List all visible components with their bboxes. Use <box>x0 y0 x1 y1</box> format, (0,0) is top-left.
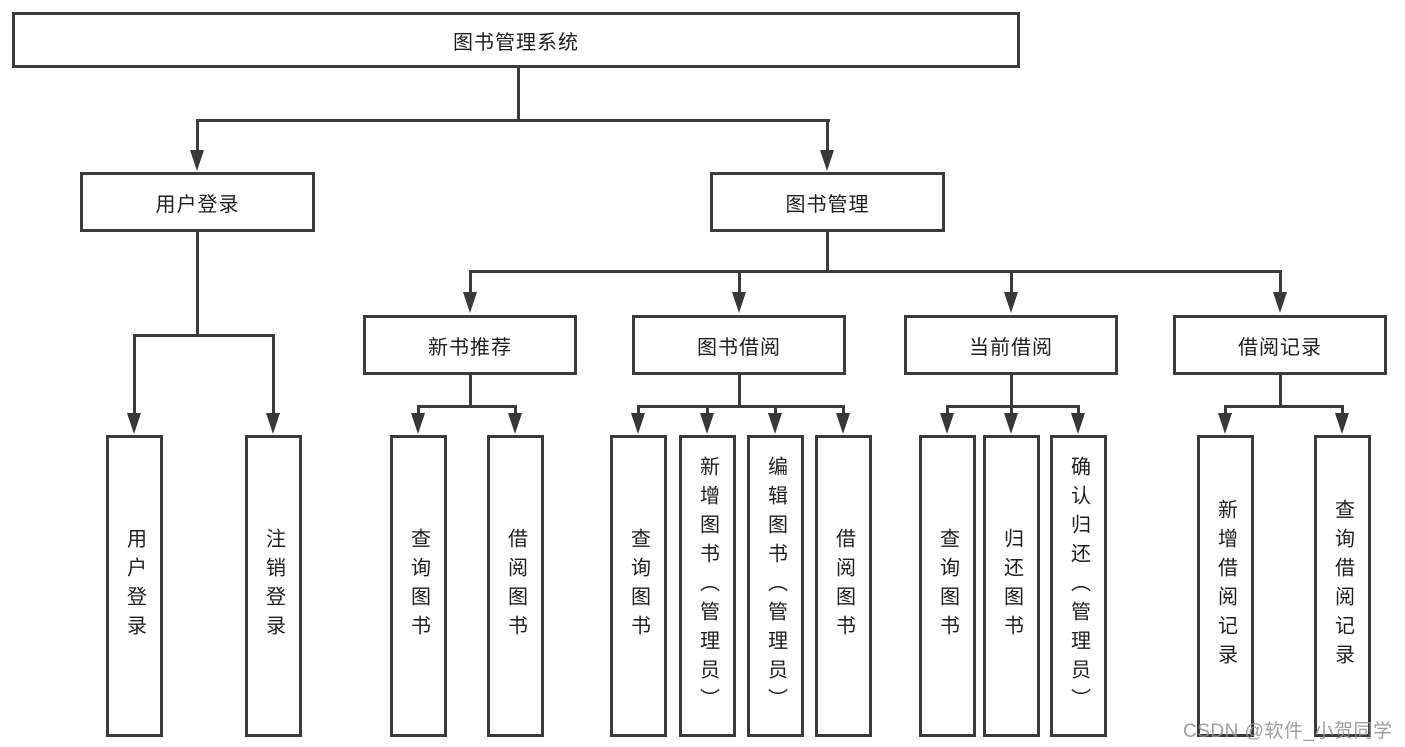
arrow-down-icon <box>1071 413 1085 434</box>
connector-drop <box>133 334 136 416</box>
arrow-down-icon <box>127 413 141 434</box>
arrow-down-icon <box>1335 413 1349 434</box>
arrow-down-icon <box>940 413 954 434</box>
arrow-down-icon <box>190 150 204 171</box>
node-new-book-recommend-label: 新书推荐 <box>428 336 512 359</box>
node-book-borrow-label: 图书借阅 <box>697 336 781 359</box>
arrow-down-icon <box>631 413 645 434</box>
arrow-down-icon <box>836 413 850 434</box>
connector-level1-rail <box>196 119 830 122</box>
arrow-down-icon <box>1004 292 1018 313</box>
arrow-down-icon <box>463 292 477 313</box>
node-current-borrow-label: 当前借阅 <box>969 336 1053 359</box>
connector-drop <box>196 119 199 153</box>
node-leaf-query-borrow-record-label: 查询借阅记录 <box>1331 499 1354 673</box>
connector-stub <box>1279 373 1282 408</box>
node-leaf-add-borrow-record: 新增借阅记录 <box>1197 435 1254 737</box>
connector-drop <box>1279 270 1282 295</box>
node-leaf-add-books-admin-label: 新增图书（管理员） <box>696 455 719 717</box>
connector-stub <box>1010 373 1013 408</box>
connector-drop <box>1010 405 1013 417</box>
connector-rail <box>417 405 517 408</box>
connector-userlogin-rail <box>133 334 275 337</box>
node-leaf-query-books-borrow: 查询图书 <box>610 435 667 737</box>
node-leaf-query-books-recommend-label: 查询图书 <box>407 528 430 644</box>
node-leaf-add-borrow-record-label: 新增借阅记录 <box>1214 499 1237 673</box>
connector-drop <box>738 270 741 295</box>
connector-drop <box>706 405 709 417</box>
connector-rail <box>1224 405 1344 408</box>
node-user-login: 用户登录 <box>80 172 315 232</box>
node-borrow-records: 借阅记录 <box>1173 315 1387 375</box>
node-leaf-edit-books-admin-label: 编辑图书（管理员） <box>764 455 787 717</box>
node-new-book-recommend: 新书推荐 <box>363 315 577 375</box>
arrow-down-icon <box>1273 292 1287 313</box>
connector-bookmgmt-stub <box>826 230 829 273</box>
connector-drop <box>946 405 949 417</box>
arrow-down-icon <box>768 413 782 434</box>
arrow-down-icon <box>266 413 280 434</box>
node-borrow-records-label: 借阅记录 <box>1238 336 1322 359</box>
connector-drop <box>637 405 640 417</box>
node-leaf-borrow-books-recommend-label: 借阅图书 <box>504 528 527 644</box>
connector-userlogin-stub <box>196 230 199 337</box>
connector-drop <box>826 119 829 153</box>
connector-root-stub <box>517 66 520 122</box>
csdn-watermark: CSDN @软件_小贺同学 <box>1183 721 1393 742</box>
connector-drop <box>272 334 275 416</box>
node-leaf-query-books-current: 查询图书 <box>919 435 976 737</box>
node-leaf-add-books-admin: 新增图书（管理员） <box>679 435 736 737</box>
arrow-down-icon <box>732 292 746 313</box>
node-leaf-return-books: 归还图书 <box>983 435 1040 737</box>
node-leaf-borrow-books-borrow: 借阅图书 <box>815 435 872 737</box>
node-current-borrow: 当前借阅 <box>904 315 1118 375</box>
connector-drop <box>1224 405 1227 417</box>
node-book-management-label: 图书管理 <box>785 193 870 216</box>
connector-drop <box>774 405 777 417</box>
connector-drop <box>1010 270 1013 295</box>
connector-rail <box>946 405 1080 408</box>
node-leaf-edit-books-admin: 编辑图书（管理员） <box>747 435 804 737</box>
connector-drop <box>1341 405 1344 417</box>
node-book-management: 图书管理 <box>710 172 945 232</box>
node-leaf-logout-label: 注销登录 <box>262 528 285 644</box>
connector-level2-rail <box>469 270 1282 273</box>
node-leaf-borrow-books-recommend: 借阅图书 <box>487 435 544 737</box>
node-book-borrow: 图书借阅 <box>632 315 846 375</box>
node-leaf-logout: 注销登录 <box>245 435 302 737</box>
connector-drop <box>469 270 472 295</box>
arrow-down-icon <box>820 150 834 171</box>
arrow-down-icon <box>700 413 714 434</box>
arrow-down-icon <box>1004 413 1018 434</box>
connector-rail <box>637 405 845 408</box>
connector-stub <box>738 373 741 408</box>
node-root: 图书管理系统 <box>12 12 1020 68</box>
node-leaf-user-login-label: 用户登录 <box>123 528 146 644</box>
connector-drop <box>514 405 517 417</box>
node-root-label: 图书管理系统 <box>453 31 579 54</box>
arrow-down-icon <box>1218 413 1232 434</box>
node-user-login-label: 用户登录 <box>155 193 240 216</box>
node-leaf-return-books-label: 归还图书 <box>1000 528 1023 644</box>
node-leaf-confirm-return-admin-label: 确认归还（管理员） <box>1067 455 1090 717</box>
node-leaf-query-books-recommend: 查询图书 <box>390 435 447 737</box>
node-leaf-query-books-borrow-label: 查询图书 <box>627 528 650 644</box>
arrow-down-icon <box>411 413 425 434</box>
node-leaf-user-login: 用户登录 <box>106 435 163 737</box>
connector-drop <box>1077 405 1080 417</box>
connector-stub <box>469 373 472 408</box>
node-leaf-query-books-current-label: 查询图书 <box>936 528 959 644</box>
node-leaf-query-borrow-record: 查询借阅记录 <box>1314 435 1371 737</box>
arrow-down-icon <box>508 413 522 434</box>
node-leaf-confirm-return-admin: 确认归还（管理员） <box>1050 435 1107 737</box>
connector-drop <box>842 405 845 417</box>
connector-drop <box>417 405 420 417</box>
node-leaf-borrow-books-borrow-label: 借阅图书 <box>832 528 855 644</box>
